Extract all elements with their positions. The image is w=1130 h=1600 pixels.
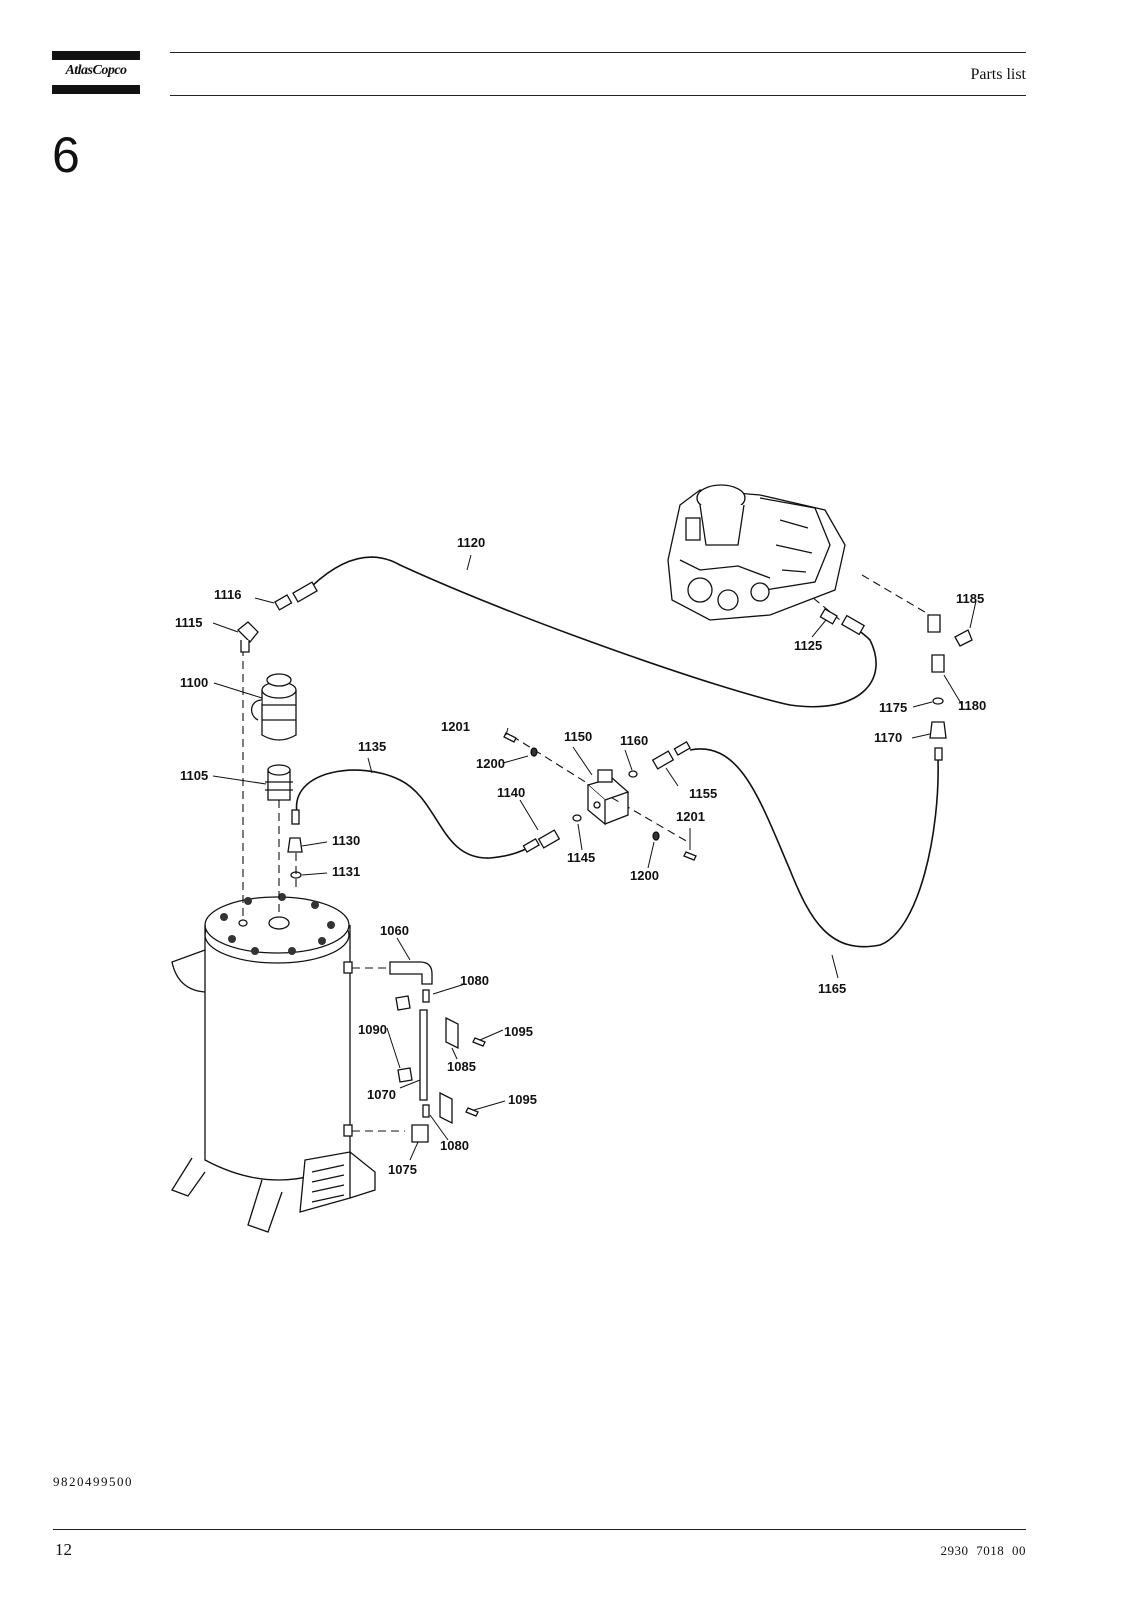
callout-1155: 1155 — [689, 786, 717, 801]
fitting-1120-hose-end — [292, 581, 318, 603]
screw-1201a — [503, 732, 517, 743]
separator-1100 — [251, 673, 297, 741]
fitting-1115-elbow — [237, 621, 259, 653]
hose-end-1165 — [934, 747, 943, 761]
callout-1130: 1130 — [332, 833, 360, 848]
callout-1170: 1170 — [874, 730, 902, 745]
fitting-1185 — [927, 614, 973, 647]
callout-1150: 1150 — [564, 729, 592, 744]
fitting-1155 — [651, 741, 691, 770]
document-number: 9820499500 — [53, 1474, 133, 1489]
adapter-1105 — [265, 764, 293, 801]
logo-wordmark: AtlasCopco — [65, 63, 127, 78]
callout-1140: 1140 — [497, 785, 525, 800]
regulator-1150 — [586, 769, 630, 826]
clip-1090 — [395, 995, 413, 1083]
atlas-copco-logo: AtlasCopco — [52, 51, 140, 94]
callout-1116: 1116 — [214, 587, 242, 602]
screw-1201b — [683, 851, 697, 861]
header-rule-bottom — [170, 95, 1026, 96]
callout-1080-upper: 1080 — [460, 973, 489, 988]
hose-1165 — [689, 748, 939, 948]
fitting-1140 — [537, 829, 561, 849]
callout-1125: 1125 — [794, 638, 822, 653]
bracket-1085 — [439, 1016, 459, 1125]
callout-1145: 1145 — [567, 850, 595, 865]
hose-end-1135 — [291, 809, 540, 853]
callout-1175: 1175 — [879, 700, 907, 715]
callout-1085: 1085 — [447, 1059, 476, 1074]
tube-1080-bottom — [422, 1104, 430, 1118]
callout-1095-lower: 1095 — [508, 1092, 537, 1107]
fitting-1170 — [929, 721, 947, 739]
callout-1131: 1131 — [332, 864, 360, 879]
callout-1185: 1185 — [956, 591, 984, 606]
page-header-title: Parts list — [970, 66, 1026, 83]
callout-1120: 1120 — [457, 535, 485, 550]
oring-1131 — [290, 871, 302, 879]
callout-1100: 1100 — [180, 675, 208, 690]
logo-bar-top — [52, 51, 140, 60]
callout-1115: 1115 — [175, 615, 203, 630]
callout-1090: 1090 — [358, 1022, 387, 1037]
callout-1075: 1075 — [388, 1162, 417, 1177]
seal-1200a — [530, 747, 538, 757]
callout-1200-lower: 1200 — [630, 868, 659, 883]
callout-labels: 1116 1115 1120 1100 1105 1135 1130 1131 … — [175, 535, 986, 1177]
footer-rule — [53, 1529, 1026, 1530]
callout-1095-upper: 1095 — [504, 1024, 533, 1039]
logo-bar-bottom — [52, 85, 140, 94]
fitting-1125 — [819, 608, 866, 636]
page-number: 12 — [55, 1540, 72, 1559]
hose-1120 — [311, 556, 877, 708]
elbow-1075 — [411, 1124, 429, 1143]
tee-1180 — [931, 654, 945, 673]
oring-1175 — [932, 697, 944, 705]
callout-1160: 1160 — [620, 733, 648, 748]
callout-1201-lower: 1201 — [676, 809, 705, 824]
header-rule-top — [170, 52, 1026, 53]
leader-lines — [212, 554, 977, 1161]
fitting-1130 — [287, 837, 303, 853]
air-receiver-tank — [171, 893, 376, 1233]
sight-glass-1070 — [419, 1009, 428, 1101]
fitting-1116-nipple — [274, 594, 293, 611]
tube-1080-top — [422, 989, 430, 1003]
callout-1060: 1060 — [380, 923, 409, 938]
callout-1070: 1070 — [367, 1087, 396, 1102]
callout-1080-lower: 1080 — [440, 1138, 469, 1153]
screw-1095 — [465, 1037, 486, 1117]
manual-code: 2930 7018 00 — [940, 1543, 1026, 1558]
callout-1200-upper: 1200 — [476, 756, 505, 771]
callout-1180: 1180 — [958, 698, 986, 713]
hose-1135 — [295, 769, 531, 859]
oring-1160 — [628, 770, 638, 778]
section-number: 6 — [52, 127, 80, 183]
seal-1200b — [652, 831, 660, 841]
callout-1105: 1105 — [180, 768, 208, 783]
elbow-1060 — [389, 961, 433, 985]
callout-1165: 1165 — [818, 981, 846, 996]
callout-1135: 1135 — [358, 739, 386, 754]
compressor-element — [667, 484, 846, 621]
callout-1201-upper: 1201 — [441, 719, 470, 734]
oring-1145 — [572, 814, 582, 822]
